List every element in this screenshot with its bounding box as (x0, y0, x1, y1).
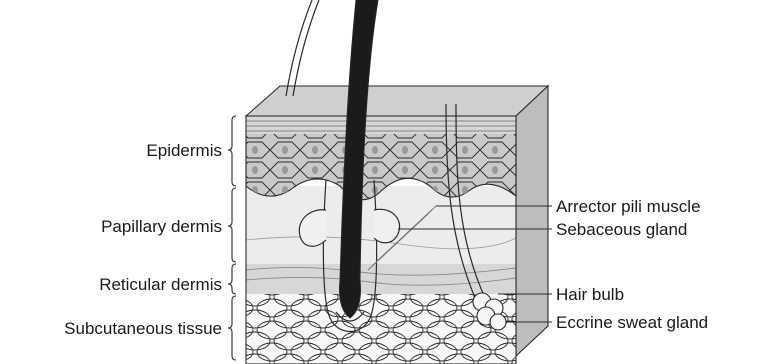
label-eccrine-sweat-gland: Eccrine sweat gland (556, 313, 708, 332)
label-epidermis: Epidermis (146, 141, 222, 160)
skin-surface (246, 86, 548, 116)
label-hair-bulb: Hair bulb (556, 285, 624, 304)
skin-side-face (516, 86, 548, 356)
left-brackets (228, 116, 236, 360)
label-subcutaneous-tissue: Subcutaneous tissue (64, 319, 222, 338)
label-papillary-dermis: Papillary dermis (101, 217, 222, 236)
label-sebaceous-gland: Sebaceous gland (556, 220, 687, 239)
hair-left (286, 0, 319, 96)
left-labels: Epidermis Papillary dermis Reticular der… (64, 141, 222, 338)
label-arrector-pili-muscle: Arrector pili muscle (556, 197, 701, 216)
label-reticular-dermis: Reticular dermis (99, 275, 222, 294)
right-labels: Arrector pili muscle Sebaceous gland Hai… (556, 197, 708, 332)
